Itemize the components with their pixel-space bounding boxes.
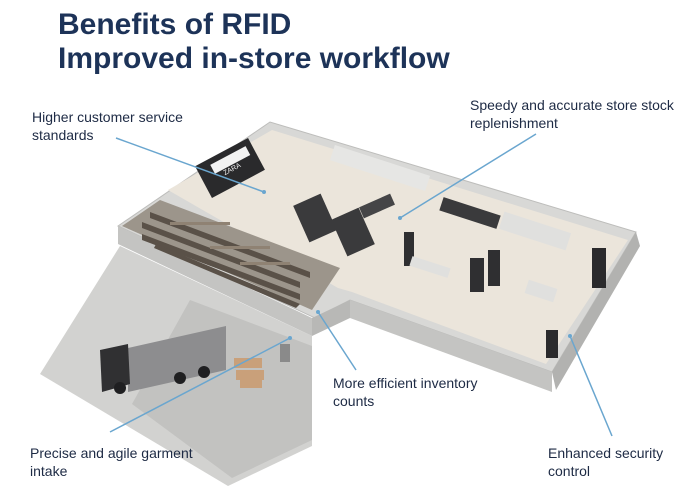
wall-front-left: [118, 226, 312, 336]
leader-line-inventory: [317, 311, 357, 371]
store-floor: [168, 130, 628, 364]
garment-pallets: [234, 358, 264, 388]
wall-front-middle: [312, 300, 350, 336]
callout-inventory: More efficient inventory counts: [333, 375, 478, 409]
store-fixtures: [195, 138, 606, 358]
leader-line-customer-service: [115, 137, 265, 193]
page-title-line-1: Benefits of RFID: [58, 8, 292, 41]
callout-intake: Precise and agile garment intake: [30, 445, 193, 479]
leader-line-intake: [109, 337, 291, 433]
stockroom-door: [280, 344, 290, 362]
leader-line-security: [569, 335, 613, 437]
wall-front-right: [350, 300, 552, 392]
stockroom-shelf-goods: [170, 222, 290, 265]
page-title-line-2: Improved in-store workflow: [58, 42, 450, 75]
leader-line-replenishment: [399, 133, 537, 219]
stockroom-shelving: [142, 212, 310, 308]
callout-customer-service: Higher customer service standards: [32, 109, 183, 143]
leader-endpoints: [262, 190, 572, 340]
wall-right: [552, 232, 640, 390]
callout-security: Enhanced security control: [548, 445, 664, 479]
delivery-truck: [100, 326, 226, 394]
callout-replenishment: Speedy and accurate store stock replenis…: [470, 97, 674, 131]
callout-leader-lines: [109, 133, 613, 437]
